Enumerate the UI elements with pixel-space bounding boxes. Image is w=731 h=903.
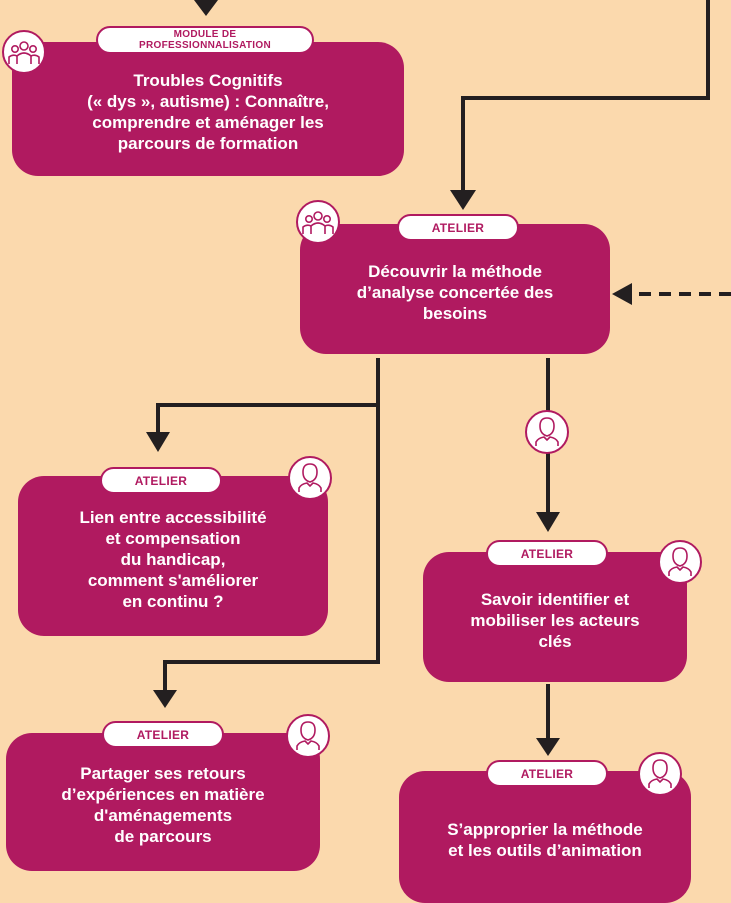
node-lien-text: Lien entre accessibilité et compensation…	[79, 507, 267, 611]
node-partager: Partager ses retours d’expériences en ma…	[6, 733, 320, 871]
tag-atelier-savoir: ATELIER	[486, 540, 608, 567]
person-icon	[525, 410, 569, 454]
node-troubles-text: Troubles Cognitifs (« dys », autisme) : …	[87, 71, 329, 153]
arrow-into-decouvrir	[461, 0, 710, 190]
tag-module-professionnalisation: MODULE DE PROFESSIONNALISATION	[96, 26, 314, 54]
branch-left-trunk	[163, 358, 380, 690]
tag-atelier-approprier: ATELIER	[486, 760, 608, 787]
node-approprier: S’approprier la méthode et les outils d’…	[399, 771, 691, 903]
person-icon	[638, 752, 682, 796]
node-partager-text: Partager ses retours d’expériences en ma…	[61, 764, 265, 846]
arrowhead-troubles	[194, 0, 218, 16]
arrowhead-approprier	[536, 738, 560, 756]
node-savoir-text: Savoir identifier et mobiliser les acteu…	[470, 589, 640, 651]
node-decouvrir: Découvrir la méthode d’analyse concertée…	[300, 224, 610, 354]
arrowhead-partager	[153, 690, 177, 708]
person-icon	[658, 540, 702, 584]
group-icon	[296, 200, 340, 244]
node-approprier-text: S’approprier la méthode et les outils d’…	[447, 820, 643, 860]
node-savoir: Savoir identifier et mobiliser les acteu…	[423, 552, 687, 682]
tag-atelier-decouvrir: ATELIER	[397, 214, 519, 241]
branch-to-lien	[156, 403, 378, 432]
person-icon	[288, 456, 332, 500]
tag-atelier-lien: ATELIER	[100, 467, 222, 494]
tag-atelier-partager: ATELIER	[102, 721, 224, 748]
person-icon	[286, 714, 330, 758]
arrowhead-lien	[146, 432, 170, 452]
arrowhead-savoir	[536, 512, 560, 532]
node-troubles-cognitifs: Troubles Cognitifs (« dys », autisme) : …	[12, 42, 404, 176]
arrowhead-dashed	[612, 283, 632, 305]
node-lien: Lien entre accessibilité et compensation…	[18, 476, 328, 636]
node-decouvrir-text: Découvrir la méthode d’analyse concertée…	[356, 261, 554, 323]
arrowhead-decouvrir	[450, 190, 476, 210]
group-icon	[2, 30, 46, 74]
